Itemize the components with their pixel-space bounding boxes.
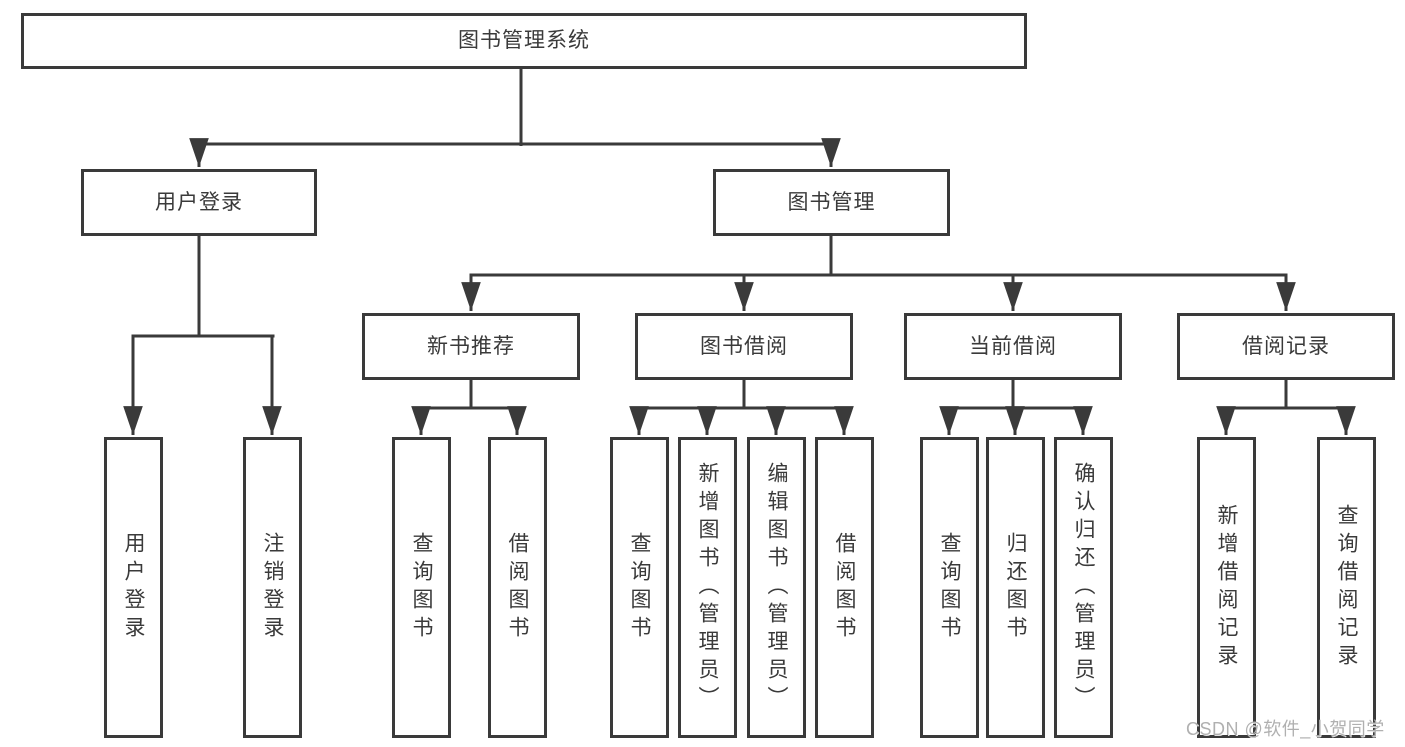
csdn-watermark: CSDN @软件_小贺同学 bbox=[1186, 719, 1385, 739]
node-system-root: 图书管理系统 bbox=[21, 13, 1027, 69]
leaf-add-books-admin: 新增图书（管理员） bbox=[678, 437, 737, 738]
leaf-recommend-query-books: 查询图书 bbox=[392, 437, 451, 738]
leaf-confirm-return-admin: 确认归还（管理员） bbox=[1054, 437, 1113, 738]
node-borrowing-records: 借阅记录 bbox=[1177, 313, 1395, 380]
leaf-borrowing-query-books: 查询图书 bbox=[610, 437, 669, 738]
node-new-book-recommend: 新书推荐 bbox=[362, 313, 580, 380]
leaf-query-borrow-record: 查询借阅记录 bbox=[1317, 437, 1376, 738]
node-book-management: 图书管理 bbox=[713, 169, 950, 236]
leaf-return-books: 归还图书 bbox=[986, 437, 1045, 738]
leaf-edit-books-admin: 编辑图书（管理员） bbox=[747, 437, 806, 738]
node-user-login: 用户登录 bbox=[81, 169, 317, 236]
node-current-borrowing: 当前借阅 bbox=[904, 313, 1122, 380]
leaf-current-query-books: 查询图书 bbox=[920, 437, 979, 738]
leaf-add-borrow-record: 新增借阅记录 bbox=[1197, 437, 1256, 738]
node-book-borrowing: 图书借阅 bbox=[635, 313, 853, 380]
leaf-borrowing-borrow-books: 借阅图书 bbox=[815, 437, 874, 738]
leaf-recommend-borrow-books: 借阅图书 bbox=[488, 437, 547, 738]
leaf-user-login: 用户登录 bbox=[104, 437, 163, 738]
leaf-logout-login: 注销登录 bbox=[243, 437, 302, 738]
